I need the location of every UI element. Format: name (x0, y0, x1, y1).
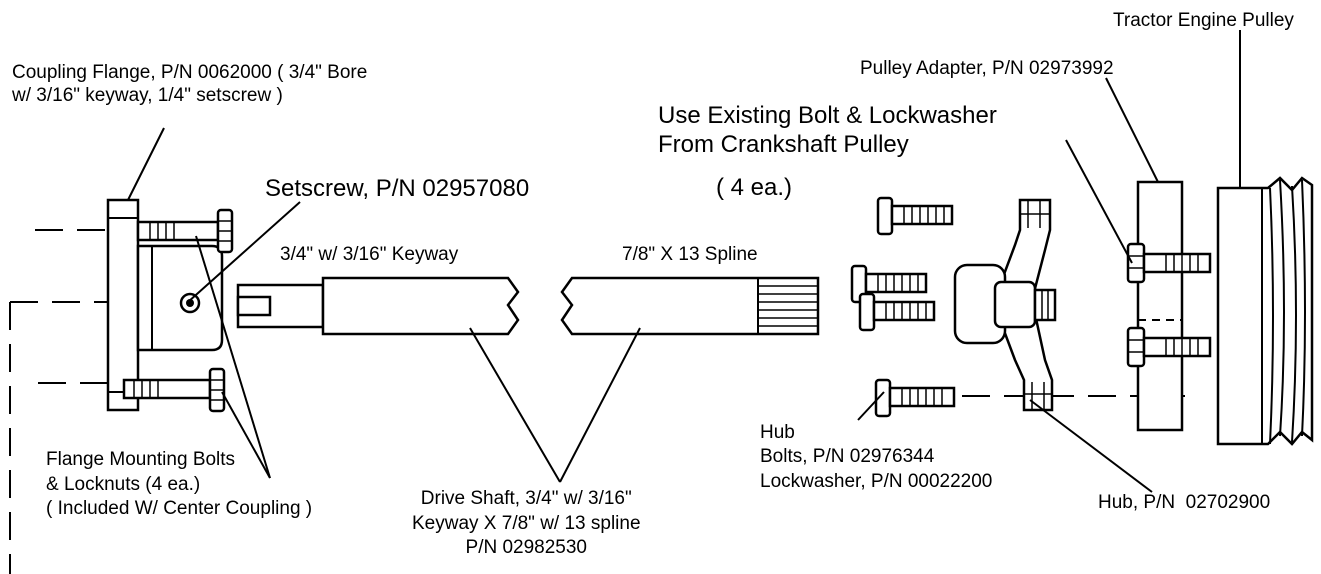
flange-bolts-label: Flange Mounting Bolts & Locknuts (4 ea.)… (46, 449, 313, 520)
hub-bolts-label: Hub Bolts, P/N 02976344 Lockwasher, P/N … (760, 422, 993, 492)
coupling-flange (106, 198, 224, 412)
bolt-3 (858, 292, 936, 332)
tractor-engine-pulley-label: Tractor Engine Pulley (1113, 10, 1294, 31)
keyway-end-label: 3/4" w/ 3/16" Keyway (280, 244, 459, 265)
flange-bolt-lower (122, 367, 226, 413)
bolt-1 (876, 196, 954, 236)
setscrew-label: Setscrew, P/N 02957080 (265, 175, 530, 202)
adapter-bolt-lower (1126, 326, 1212, 368)
use-existing-bolt-label: Use Existing Bolt & Lockwasher From Cran… (658, 102, 997, 158)
flange-bolt-upper (136, 208, 234, 254)
crankshaft-bolts (850, 196, 956, 418)
leader-lines (127, 30, 1241, 493)
use-existing-qty-label: ( 4 ea.) (716, 174, 793, 201)
hub-label: Hub, P/N 02702900 (1098, 492, 1271, 513)
adapter-bolt-upper (1126, 242, 1212, 284)
tractor-engine-pulley (1216, 176, 1314, 446)
bolt-2 (850, 264, 928, 304)
bolt-4 (874, 378, 956, 418)
pulley-adapter-label: Pulley Adapter, P/N 02973992 (860, 58, 1114, 79)
spline-end-label: 7/8" X 13 Spline (622, 244, 758, 265)
hub (953, 198, 1057, 412)
drive-shaft-label: Drive Shaft, 3/4" w/ 3/16" Keyway X 7/8"… (412, 488, 641, 559)
drive-shaft (236, 276, 820, 336)
coupling-flange-label: Coupling Flange, P/N 0062000 ( 3/4" Bore… (12, 62, 368, 106)
pulley-adapter (1126, 180, 1212, 432)
